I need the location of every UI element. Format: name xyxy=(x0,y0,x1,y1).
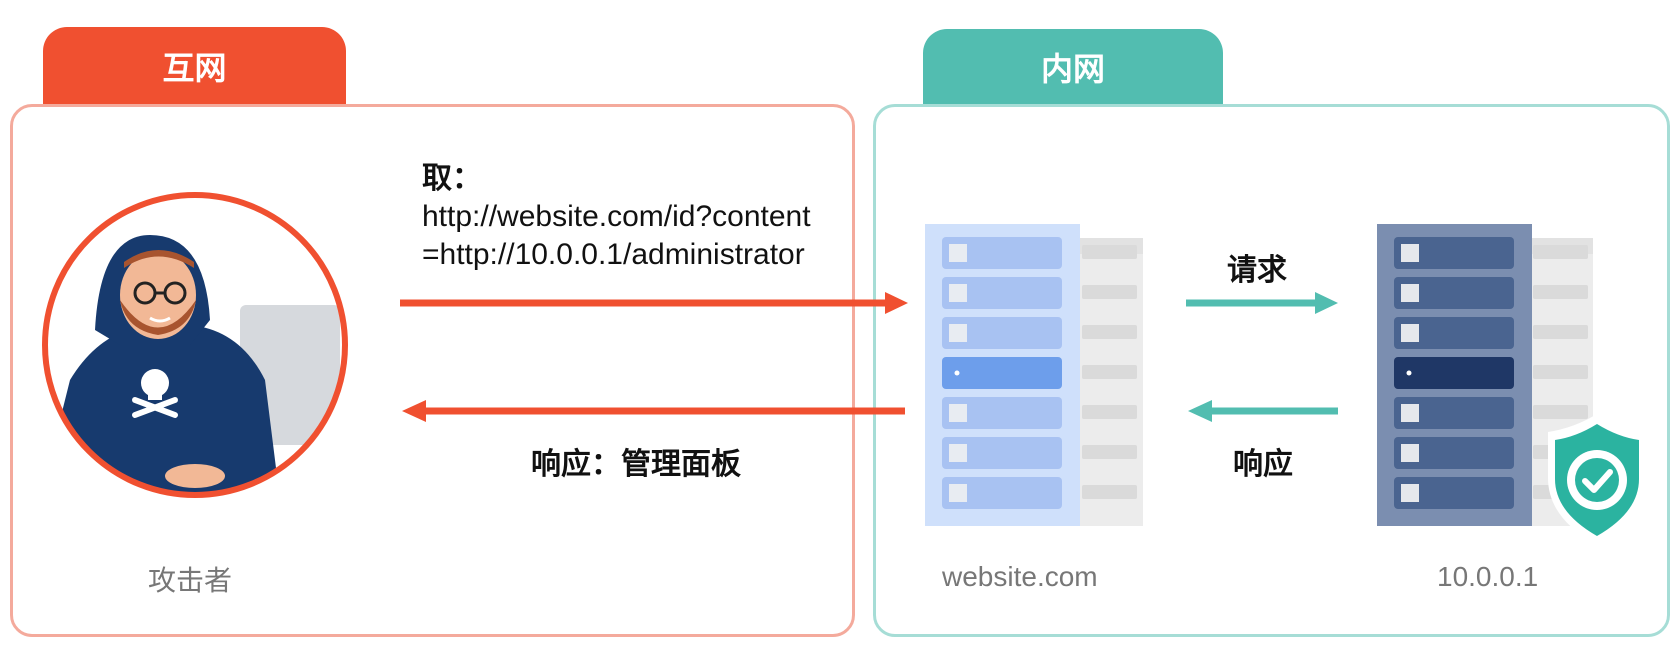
internet-panel xyxy=(10,104,855,637)
server-square xyxy=(949,444,967,462)
internal-server-label: 10.0.0.1 xyxy=(1437,561,1539,592)
web-server-label: website.com xyxy=(942,561,1098,592)
server-square xyxy=(949,244,967,262)
attack-request-label: 取： http://website.com/id?content =http:/… xyxy=(422,160,811,274)
server-unit xyxy=(942,317,1062,349)
internal-server-icon xyxy=(1377,224,1593,526)
server-square xyxy=(1401,444,1419,462)
server-vent xyxy=(1533,405,1588,419)
arrow-attack-request xyxy=(400,292,908,314)
server-led xyxy=(1406,370,1412,376)
attack-request-url-line2: =http://10.0.0.1/administrator xyxy=(422,238,805,271)
server-vent xyxy=(1082,485,1137,499)
server-vent xyxy=(1082,365,1137,379)
intranet-panel xyxy=(873,104,1670,637)
server-square xyxy=(1401,244,1419,262)
server-unit xyxy=(1394,397,1514,429)
server-vent xyxy=(1082,285,1137,299)
server-unit xyxy=(1394,357,1514,389)
attacker-label: 攻击者 xyxy=(148,564,233,597)
arrow-internal-response xyxy=(1188,400,1338,422)
server-square xyxy=(1401,484,1419,502)
server-unit xyxy=(1394,477,1514,509)
server-square xyxy=(1401,324,1419,342)
internal-response-label: 响应 xyxy=(1233,447,1293,482)
server-vent xyxy=(1082,405,1137,419)
server-square xyxy=(1401,284,1419,302)
server-unit xyxy=(942,357,1062,389)
server-unit xyxy=(1394,277,1514,309)
server-vent xyxy=(1533,245,1588,259)
web-server-icon xyxy=(925,224,1143,526)
server-square xyxy=(949,284,967,302)
server-vent xyxy=(1533,365,1588,379)
server-led xyxy=(954,370,960,376)
server-unit xyxy=(942,397,1062,429)
attack-request-url-line1: http://website.com/id?content xyxy=(422,200,811,233)
server-unit xyxy=(942,277,1062,309)
server-square xyxy=(949,324,967,342)
server-vent xyxy=(1082,245,1137,259)
server-unit xyxy=(942,237,1062,269)
intranet-tab-label: 内网 xyxy=(1040,49,1105,88)
server-vent xyxy=(1533,325,1588,339)
server-unit xyxy=(942,477,1062,509)
internet-tab-label: 互网 xyxy=(162,48,227,87)
attack-request-title: 取： xyxy=(422,161,482,196)
intranet-tab: 内网 xyxy=(923,29,1223,104)
internal-request-label: 请求 xyxy=(1227,253,1287,288)
server-unit xyxy=(942,437,1062,469)
arrow-internal-request xyxy=(1186,292,1338,314)
server-vent xyxy=(1533,285,1588,299)
server-square xyxy=(949,404,967,422)
server-vent xyxy=(1082,325,1137,339)
shield-check-icon xyxy=(1548,414,1646,545)
server-unit xyxy=(1394,317,1514,349)
server-unit xyxy=(1394,437,1514,469)
attacker-avatar xyxy=(42,192,348,498)
attack-response-label: 响应：管理面板 xyxy=(531,447,741,482)
server-vent xyxy=(1082,445,1137,459)
server-square xyxy=(1401,404,1419,422)
server-square xyxy=(949,484,967,502)
internet-tab: 互网 xyxy=(43,27,346,104)
server-unit xyxy=(1394,237,1514,269)
arrow-attack-response xyxy=(402,400,905,422)
